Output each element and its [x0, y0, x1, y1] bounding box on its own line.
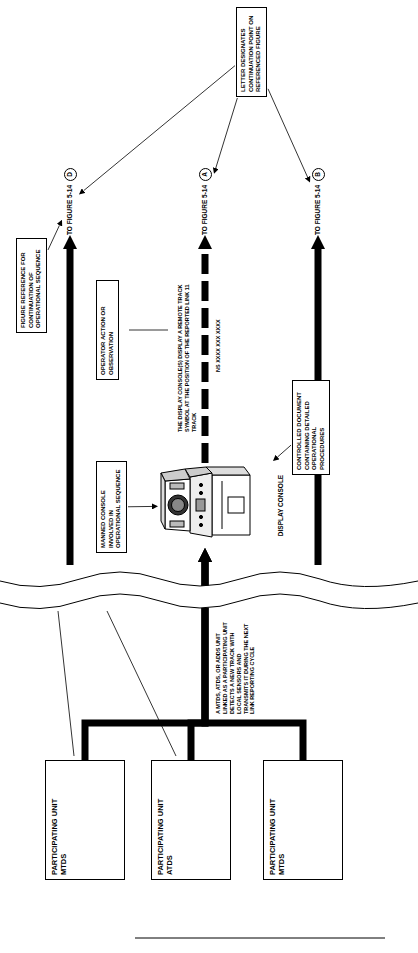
node-text: PARTICIPATING UNIT MTDS: [50, 783, 69, 875]
continuation-letter: B: [312, 168, 325, 181]
note-label: NS XXXX XXX XXXX: [214, 318, 223, 373]
break-wave: [0, 594, 418, 609]
leader-line: [58, 611, 74, 756]
edge-label: THE DISPLAY CONSOLE(S) DISPLAY A REMOTE …: [176, 268, 199, 433]
node-text: LETTER DESIGNATES CONTINUATION POINT ON …: [240, 12, 263, 92]
node-text: PARTICIPATING UNIT MTDS: [268, 783, 287, 875]
callout-box: CONTROLLED DOCUMENT CONTAINING DETAILED …: [292, 380, 330, 475]
callout-box: LETTER DESIGNATES CONTINUATION POINT ON …: [236, 7, 267, 97]
node-text: MANNED CONSOLE INVOLVED IN OPERATIONAL S…: [100, 466, 123, 548]
node-text: DISPLAY CONSOLE: [277, 475, 285, 536]
node-text: TO FIGURE 5-14: [314, 185, 322, 235]
node-text: TO FIGURE 5-14: [201, 185, 209, 235]
callout-box: MANNED CONSOLE INVOLVED IN OPERATIONAL S…: [96, 461, 127, 553]
break-wave: [0, 572, 418, 587]
leader-arrow: [216, 98, 238, 168]
break-band: [0, 572, 418, 609]
display-console: DISPLAY CONSOLE: [160, 463, 285, 548]
leader-arrow: [84, 66, 235, 191]
participating-unit-box: PARTICIPATING UNIT MTDS: [263, 760, 343, 880]
continuation-point: TO FIGURE 5-14 B: [312, 168, 325, 235]
participating-unit-box: PARTICIPATING UNIT ATDS: [151, 760, 231, 880]
flow-arrow: [67, 249, 74, 565]
node-text: PARTICIPATING UNIT ATDS: [156, 783, 175, 875]
page-rule: [135, 938, 385, 939]
node-text: TO FIGURE 5-14: [66, 185, 74, 235]
continuation-letter: A: [199, 168, 212, 181]
participating-unit-box: PARTICIPATING UNIT MTDS: [45, 760, 125, 880]
callout-box: FIGURE REFERENCE FOR CONTINUATION OF OPE…: [16, 238, 47, 333]
callout-box: OPERATOR ACTION OR OBSERVATION: [96, 280, 119, 380]
continuation-point: TO FIGURE 5-14 A: [199, 168, 212, 235]
continuation-letter: D: [64, 168, 77, 181]
leader-line: [129, 330, 168, 331]
leader-arrow: [48, 225, 59, 250]
display-console-picture: [161, 467, 250, 537]
leader-arrow: [268, 89, 308, 177]
leader-line: [107, 611, 176, 756]
node-text: FIGURE REFERENCE FOR CONTINUATION OF OPE…: [20, 243, 43, 328]
leader-arrow: [128, 506, 152, 507]
leader-arrow: [277, 445, 291, 457]
flow-arrow: [202, 249, 209, 463]
continuation-point: TO FIGURE 5-14 D: [64, 168, 77, 235]
node-text: CONTROLLED DOCUMENT CONTAINING DETAILED …: [296, 385, 326, 470]
edge-label: A MTDS, ATDS, OR ADDS UNIT LINKED AS A P…: [214, 621, 257, 715]
node-text: OPERATOR ACTION OR OBSERVATION: [100, 285, 115, 375]
